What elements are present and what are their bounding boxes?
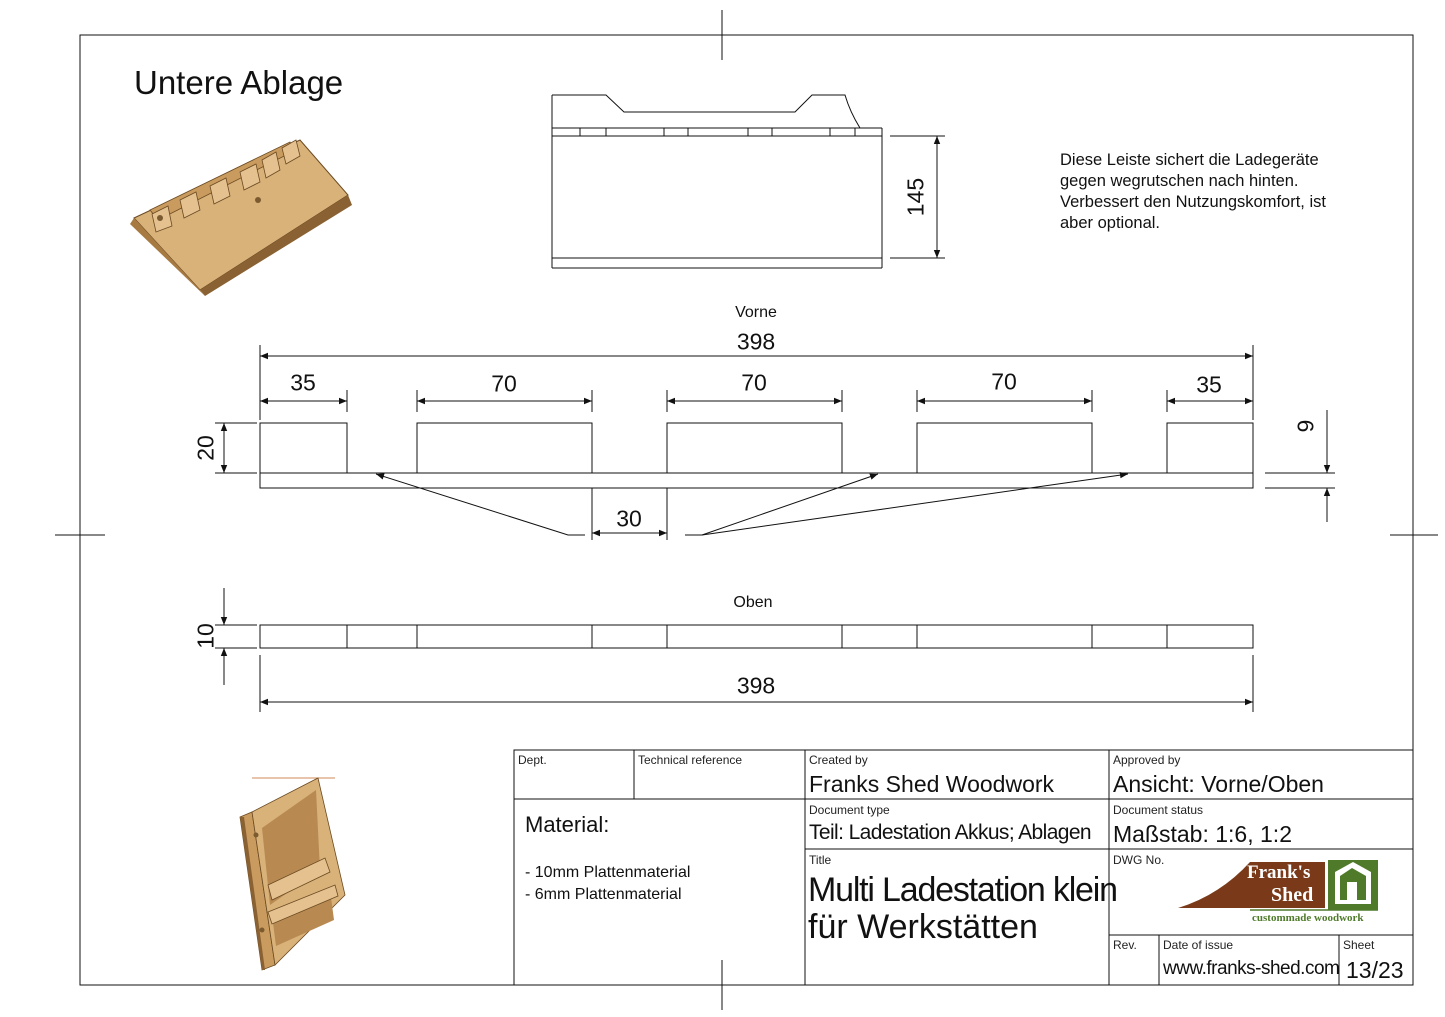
created-by-value: Franks Shed Woodwork	[809, 771, 1055, 797]
dim-seg-right: 35	[1196, 371, 1222, 398]
dim-gap: 30	[616, 505, 642, 532]
title-caption: Title	[809, 853, 832, 867]
logo-line1: Frank's	[1247, 862, 1311, 883]
rev-caption: Rev.	[1113, 938, 1137, 952]
franks-shed-logo	[1178, 860, 1378, 911]
doc-type-value: Teil: Ladestation Akkus; Ablagen	[809, 821, 1092, 844]
top-view-label: Oben	[733, 594, 773, 611]
sheet-caption: Sheet	[1343, 938, 1375, 952]
website-link[interactable]: www.franks-shed.com	[1163, 958, 1340, 979]
material-line: - 10mm Plattenmaterial	[525, 864, 691, 881]
dim-top-thickness: 10	[192, 623, 219, 649]
sheet-number: 13/23	[1346, 957, 1404, 983]
note-line: Diese Leiste sichert die Ladegeräte	[1060, 151, 1319, 169]
doc-status-value: Maßstab: 1:6, 1:2	[1113, 821, 1292, 847]
note-line: gegen wegrutschen nach hinten.	[1060, 172, 1299, 190]
front-view-label: Vorne	[735, 304, 777, 321]
top-view	[215, 588, 1254, 712]
approved-by-caption: Approved by	[1113, 753, 1181, 767]
approved-by-value: Ansicht: Vorne/Oben	[1113, 771, 1324, 797]
drawing-title-line2: für Werkstätten	[808, 908, 1038, 946]
doc-type-caption: Document type	[809, 803, 890, 817]
logo-tagline: custommade woodwork	[1252, 912, 1364, 924]
tray-3d-render	[130, 139, 352, 296]
dept-caption: Dept.	[518, 753, 547, 767]
material-line: - 6mm Plattenmaterial	[525, 886, 682, 903]
dim-base-thickness: 6	[1292, 419, 1319, 433]
note-line: Verbessert den Nutzungskomfort, ist	[1060, 193, 1326, 211]
sheet-heading: Untere Ablage	[134, 64, 344, 101]
side-view	[551, 94, 945, 269]
front-view	[215, 345, 1335, 540]
station-3d-render	[239, 777, 346, 971]
dim-seg-mid-3: 70	[991, 368, 1017, 395]
dim-seg-mid-2: 70	[741, 369, 767, 396]
dim-seg-mid-1: 70	[491, 370, 517, 397]
drawing-title-line1: Multi Ladestation klein	[808, 871, 1118, 909]
date-caption: Date of issue	[1163, 938, 1234, 952]
dim-top-total: 398	[736, 672, 776, 699]
dim-seg-left: 35	[290, 369, 316, 396]
material-heading: Material:	[525, 812, 610, 837]
note-text: Diese Leiste sichert die Ladegeräte gege…	[1060, 150, 1390, 234]
dim-front-total: 398	[736, 328, 776, 355]
tech-ref-caption: Technical reference	[638, 753, 743, 767]
title-block-grid	[513, 749, 1414, 986]
created-by-caption: Created by	[809, 753, 868, 767]
note-line: aber optional.	[1060, 214, 1160, 232]
dwg-no-caption: DWG No.	[1113, 853, 1165, 867]
dim-side-height: 145	[902, 177, 929, 217]
doc-status-caption: Document status	[1113, 803, 1204, 817]
logo-line2: Shed	[1271, 884, 1314, 906]
dim-tab-height: 20	[192, 435, 219, 461]
